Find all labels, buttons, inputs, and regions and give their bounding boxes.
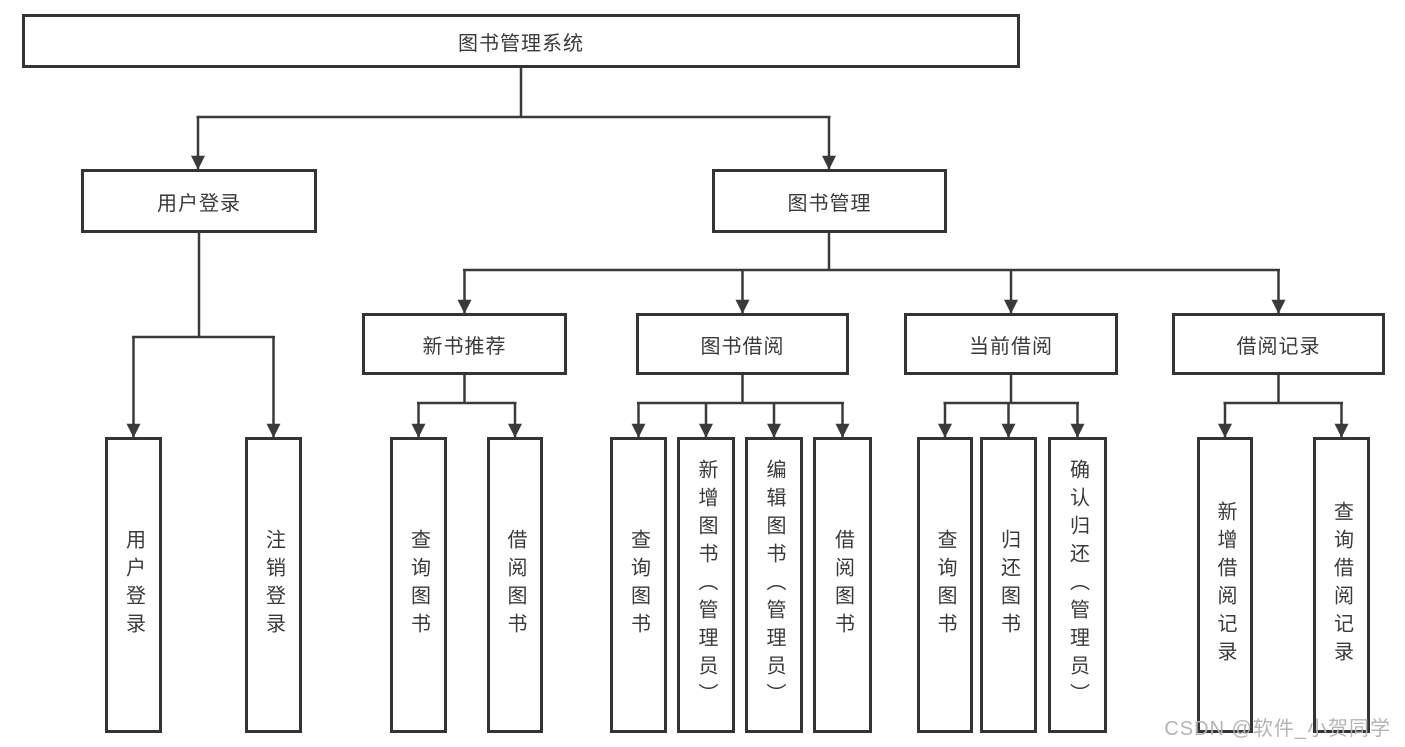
node-book-borrowing-label: 图书借阅 — [700, 335, 785, 358]
leaf-borrow-books-1-label: 借阅图书 — [504, 529, 526, 641]
leaf-return-books-label: 归还图书 — [997, 529, 1020, 641]
node-root-label: 图书管理系统 — [458, 32, 584, 55]
leaf-query-books-1-label: 查询图书 — [407, 529, 430, 641]
edges-book-borrow-to-leaves — [631, 375, 850, 438]
node-book-management-label: 图书管理 — [787, 192, 872, 215]
leaf-user-login: 用户登录 — [105, 437, 162, 733]
node-book-borrowing: 图书借阅 — [636, 313, 849, 375]
leaf-borrow-books-2: 借阅图书 — [813, 437, 872, 733]
leaf-add-borrow-record: 新增借阅记录 — [1197, 437, 1253, 733]
leaf-confirm-return-admin: 确认归还（管理员） — [1048, 437, 1107, 733]
leaf-logout: 注销登录 — [245, 437, 302, 733]
leaf-add-borrow-record-label: 新增借阅记录 — [1214, 501, 1236, 669]
node-user-login-label: 用户登录 — [157, 192, 241, 215]
leaf-borrow-books-1: 借阅图书 — [487, 437, 543, 733]
leaf-query-books-3-label: 查询图书 — [934, 529, 956, 641]
leaf-add-books-admin-label: 新增图书（管理员） — [695, 459, 717, 711]
leaf-logout-label: 注销登录 — [262, 529, 285, 641]
leaf-user-login-label: 用户登录 — [122, 529, 145, 641]
watermark: CSDN @软件_小贺同学 — [1164, 718, 1391, 740]
leaf-query-books-2-label: 查询图书 — [627, 529, 650, 641]
leaf-query-books-3: 查询图书 — [917, 437, 973, 733]
node-user-login: 用户登录 — [81, 169, 317, 233]
edges-root-to-level2 — [191, 68, 836, 170]
edges-current-borrow-to-leaves — [938, 375, 1085, 438]
node-new-book-recommend-label: 新书推荐 — [422, 335, 507, 358]
node-borrowing-records: 借阅记录 — [1172, 313, 1385, 375]
leaf-add-books-admin: 新增图书（管理员） — [677, 437, 735, 733]
edges-user-login-to-leaves — [126, 233, 281, 438]
leaf-borrow-books-2-label: 借阅图书 — [831, 529, 854, 641]
node-borrowing-records-label: 借阅记录 — [1236, 335, 1321, 358]
node-current-borrowing-label: 当前借阅 — [969, 335, 1053, 358]
leaf-query-books-2: 查询图书 — [610, 437, 667, 733]
leaf-edit-books-admin: 编辑图书（管理员） — [745, 437, 803, 733]
leaf-edit-books-admin-label: 编辑图书（管理员） — [763, 459, 785, 711]
edges-book-mgmt-to-level3 — [457, 233, 1286, 314]
leaf-query-borrow-record: 查询借阅记录 — [1313, 437, 1370, 733]
leaf-query-books-1: 查询图书 — [390, 437, 447, 733]
node-root: 图书管理系统 — [22, 14, 1020, 68]
node-current-borrowing: 当前借阅 — [904, 313, 1118, 375]
node-new-book-recommend: 新书推荐 — [362, 313, 567, 375]
leaf-query-borrow-record-label: 查询借阅记录 — [1330, 501, 1353, 669]
node-book-management: 图书管理 — [712, 169, 947, 233]
leaf-confirm-return-admin-label: 确认归还（管理员） — [1066, 459, 1089, 711]
leaf-return-books: 归还图书 — [980, 437, 1037, 733]
edges-new-book-to-leaves — [411, 375, 522, 438]
edges-borrow-record-to-leaves — [1218, 375, 1349, 438]
